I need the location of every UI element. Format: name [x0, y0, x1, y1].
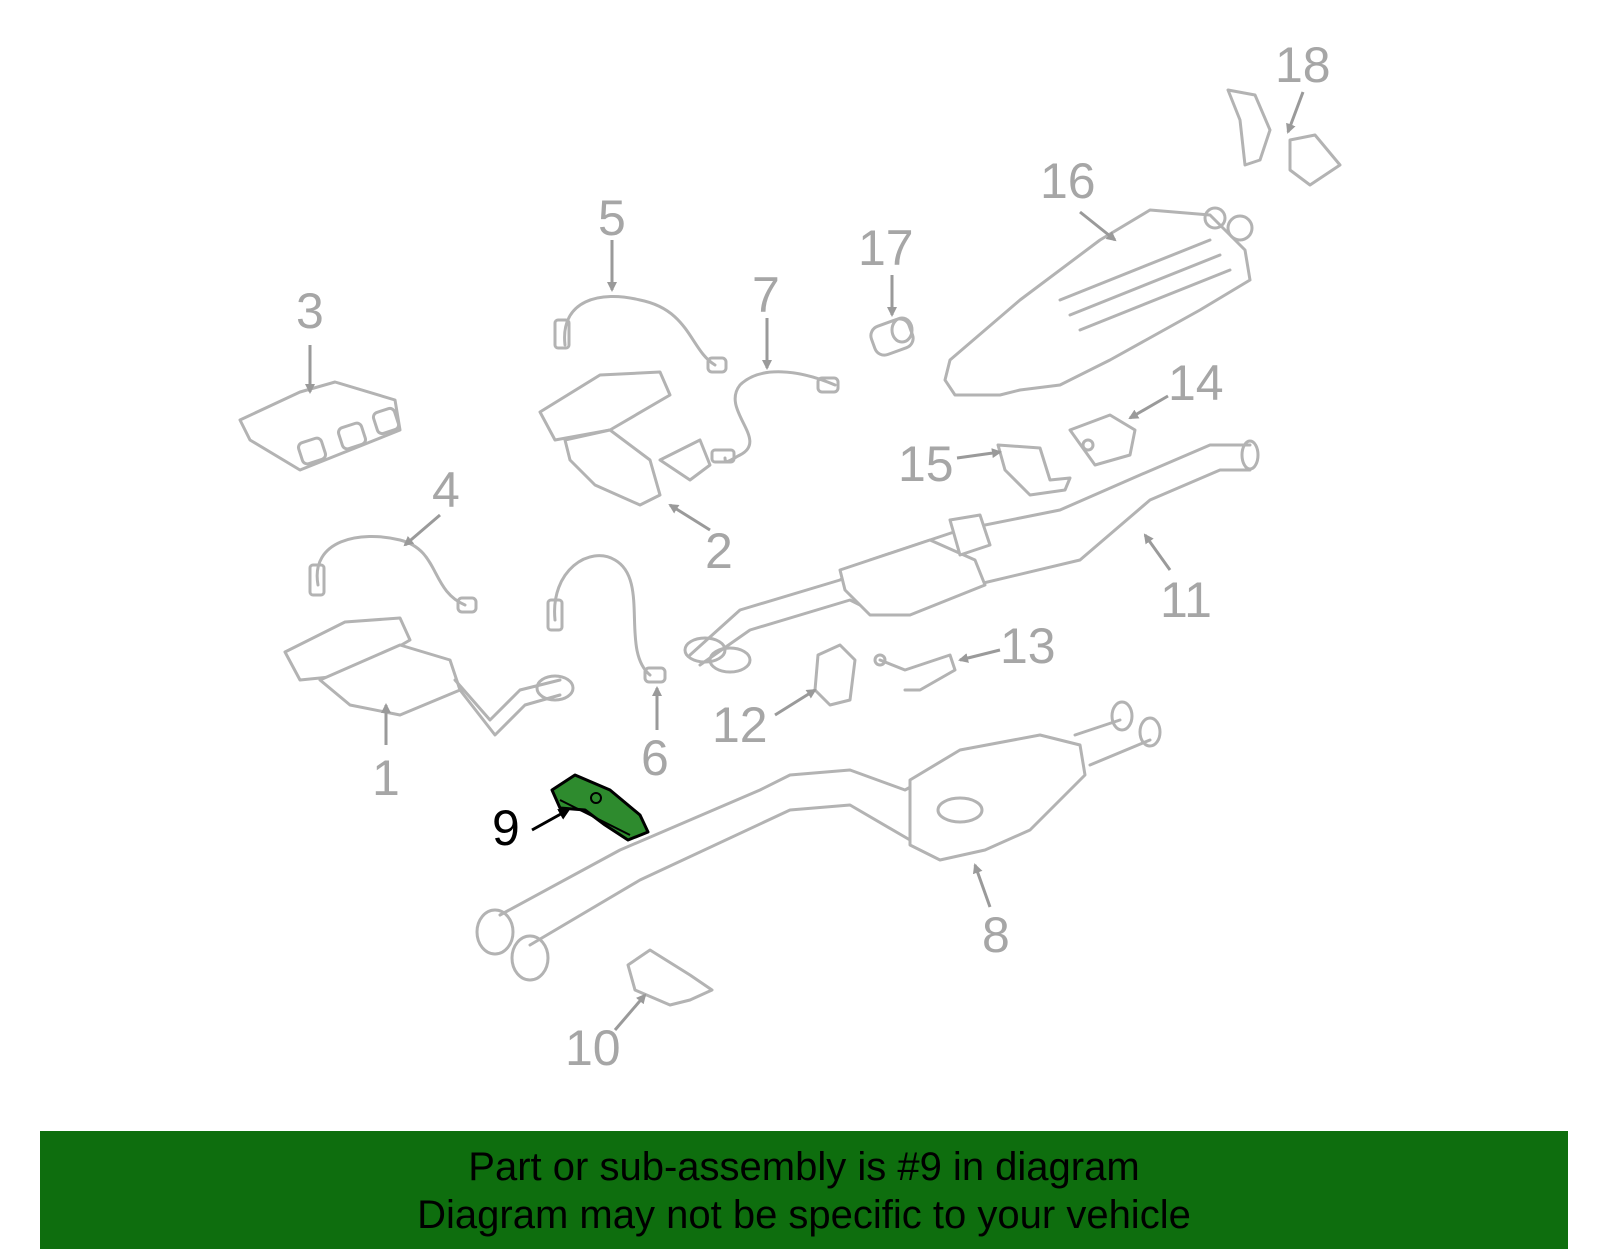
callout-13: 13: [1000, 618, 1056, 674]
callout-18: 18: [1275, 37, 1331, 93]
callout-3: 3: [296, 283, 324, 339]
part-8-front-pipe: [475, 700, 1162, 982]
callout-6: 6: [641, 730, 669, 786]
callout-10: 10: [565, 1020, 621, 1076]
callout-9: 9: [492, 800, 520, 856]
part-4-oxygen-sensor: [308, 534, 478, 614]
part-2-manifold-converter: [538, 370, 712, 507]
leader-arrows: [305, 91, 1305, 1031]
part-16-rear-muffler: [943, 206, 1254, 397]
callout-17: 17: [858, 220, 914, 276]
callout-labels: 1 2 3 4 5 6 7 8 9 10 11 12 13 14 15 16 1…: [296, 37, 1331, 1076]
callout-12: 12: [712, 697, 768, 753]
callout-4: 4: [432, 462, 460, 518]
part-3-heat-shield: [238, 380, 402, 472]
part-1-manifold-converter: [283, 616, 575, 737]
part-17-rubber-mount: [869, 316, 915, 357]
banner-line-2: Diagram may not be specific to your vehi…: [417, 1193, 1191, 1237]
part-6-oxygen-sensor: [546, 554, 667, 684]
exhaust-parts-diagram: 1 2 3 4 5 6 7 8 9 10 11 12 13 14 15 16 1…: [238, 37, 1342, 1076]
callout-7: 7: [752, 267, 780, 323]
part-5-oxygen-sensor: [553, 294, 728, 374]
part-12-rubber-hanger: [813, 643, 857, 707]
callout-16: 16: [1040, 153, 1096, 209]
part-info-banner: Part or sub-assembly is #9 in diagram Di…: [40, 1131, 1568, 1249]
callout-15: 15: [898, 436, 954, 492]
part-13-bolt-bracket: [873, 653, 957, 692]
callout-2: 2: [705, 523, 733, 579]
banner-line-1: Part or sub-assembly is #9 in diagram: [468, 1145, 1140, 1189]
part-14-bracket: [1068, 413, 1137, 467]
part-7-oxygen-sensor: [710, 370, 840, 464]
callout-14: 14: [1168, 355, 1224, 411]
part-18-hanger: [1226, 88, 1342, 187]
part-10-heat-shield: [626, 948, 714, 1007]
part-15-bracket: [996, 443, 1072, 497]
callout-1: 1: [372, 750, 400, 806]
part-9-highlighted-bracket: [550, 773, 650, 842]
callout-11: 11: [1160, 572, 1212, 628]
part-11-center-pipe: [683, 439, 1260, 674]
callout-8: 8: [982, 907, 1010, 963]
callout-5: 5: [598, 190, 626, 246]
